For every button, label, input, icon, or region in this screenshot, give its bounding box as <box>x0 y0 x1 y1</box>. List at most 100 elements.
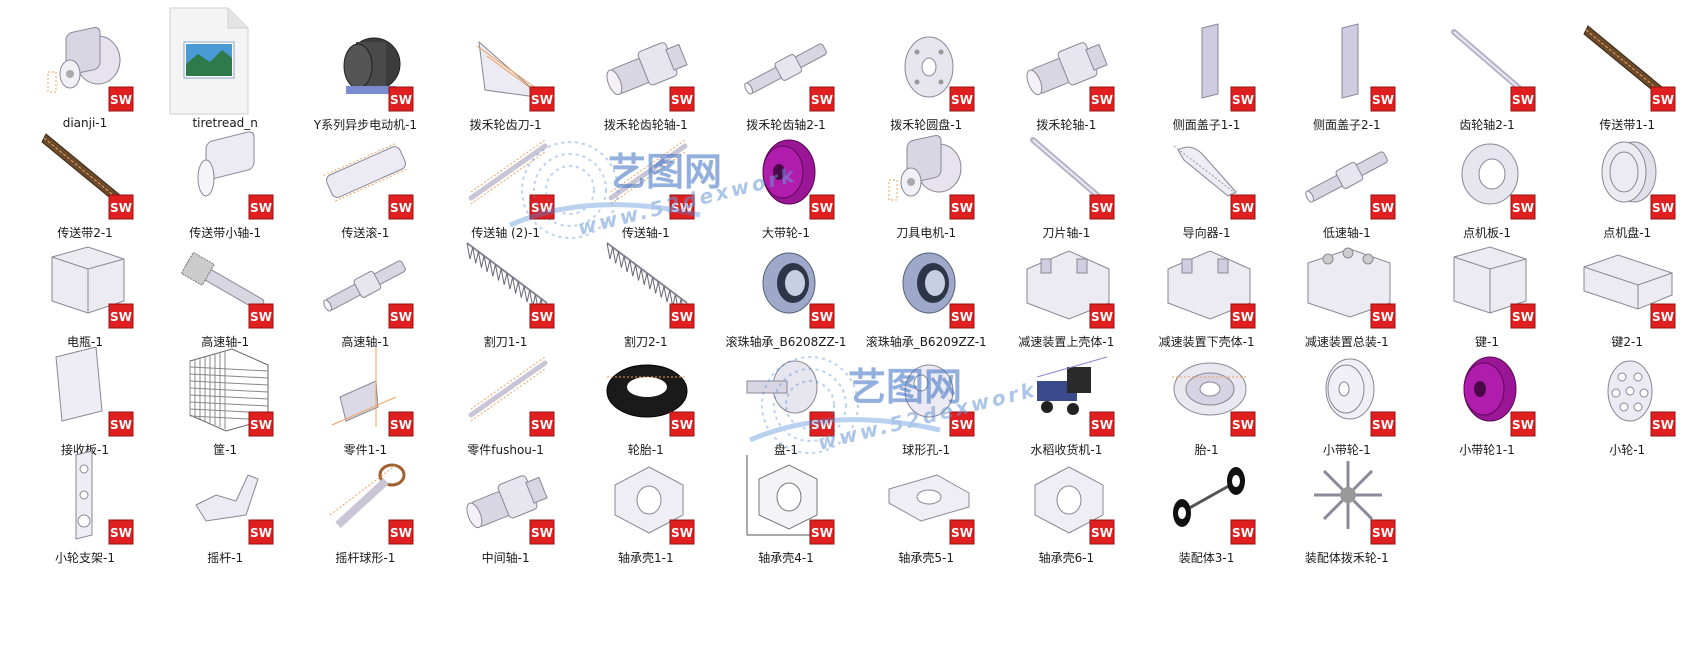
file-item[interactable]: SW 导向器-1 <box>1142 116 1272 240</box>
pulley-part-icon <box>1438 337 1538 437</box>
svg-text:SW: SW <box>250 201 272 215</box>
file-item[interactable]: SW 装配体3-1 <box>1142 441 1272 565</box>
solidworks-icon: SW <box>388 194 414 220</box>
file-item[interactable]: SW 侧面盖子2-1 <box>1282 8 1412 132</box>
solidworks-icon: SW <box>1650 411 1676 437</box>
pulley-part-icon <box>737 120 837 220</box>
file-item[interactable]: SW 刀具电机-1 <box>861 116 991 240</box>
svg-text:SW: SW <box>1372 93 1394 107</box>
svg-text:SW: SW <box>531 93 553 107</box>
file-item[interactable]: SW 拨禾轮齿轴2-1 <box>721 8 851 132</box>
file-item[interactable]: SW 高速轴-1 <box>300 225 430 349</box>
file-item[interactable]: SW 传送轴-1 <box>581 116 711 240</box>
file-item[interactable]: SW 减速装置下壳体-1 <box>1142 225 1272 349</box>
file-item[interactable]: SW 装配体拨禾轮-1 <box>1282 441 1412 565</box>
file-item[interactable]: SW 键2-1 <box>1562 225 1692 349</box>
svg-text:SW: SW <box>811 201 833 215</box>
file-item[interactable]: SW 高速轴-1 <box>160 225 290 349</box>
file-item[interactable]: SW 传送带小轴-1 <box>160 116 290 240</box>
solidworks-icon: SW <box>949 86 975 112</box>
file-item[interactable]: SW 中间轴-1 <box>441 441 571 565</box>
file-name: 滚珠轴承_B6209ZZ-1 <box>865 334 987 349</box>
file-item[interactable]: SW 球形孔-1 <box>861 333 991 457</box>
svg-text:SW: SW <box>250 418 272 432</box>
file-item[interactable]: SW 轴承壳4-1 <box>721 441 851 565</box>
file-item[interactable]: SW 摇杆球形-1 <box>300 441 430 565</box>
file-item[interactable]: SW Y系列异步电动机-1 <box>300 8 430 132</box>
file-item[interactable]: SW 点机盘-1 <box>1562 116 1692 240</box>
svg-text:SW: SW <box>1652 418 1674 432</box>
svg-text:SW: SW <box>1372 310 1394 324</box>
plate-part-icon <box>1298 12 1398 112</box>
svg-text:SW: SW <box>390 526 412 540</box>
svg-text:SW: SW <box>1091 93 1113 107</box>
file-item[interactable]: SW 小轮-1 <box>1562 333 1692 457</box>
file-item[interactable]: SW 零件1-1 <box>300 333 430 457</box>
file-item[interactable]: SW 拨禾轮圆盘-1 <box>861 8 991 132</box>
machine-part-icon <box>1017 337 1117 437</box>
box-part-icon <box>1578 229 1678 329</box>
file-item[interactable]: SW 传送带1-1 <box>1562 8 1692 132</box>
file-item[interactable]: SW 筐-1 <box>160 333 290 457</box>
file-name: 轴承壳4-1 <box>758 551 814 566</box>
svg-text:SW: SW <box>1091 418 1113 432</box>
flange-part-icon <box>877 445 977 545</box>
file-item[interactable]: SW 刀片轴-1 <box>1001 116 1131 240</box>
file-item[interactable]: SW 小带轮-1 <box>1282 333 1412 457</box>
file-item[interactable]: SW 轴承壳6-1 <box>1001 441 1131 565</box>
svg-text:SW: SW <box>1652 310 1674 324</box>
solidworks-icon: SW <box>809 194 835 220</box>
shaft-part-icon <box>737 12 837 112</box>
file-item[interactable]: SW 侧面盖子1-1 <box>1142 8 1272 132</box>
file-item[interactable]: SW 割刀2-1 <box>581 225 711 349</box>
solidworks-icon: SW <box>809 303 835 329</box>
svg-text:SW: SW <box>250 310 272 324</box>
file-name: 键-1 <box>1475 334 1499 349</box>
solidworks-icon: SW <box>669 303 695 329</box>
svg-text:SW: SW <box>811 93 833 107</box>
file-item[interactable]: SW 齿轮轴2-1 <box>1422 8 1552 132</box>
cage-part-icon <box>176 337 276 437</box>
box-part-icon <box>36 229 136 329</box>
file-item[interactable]: SW 传送轴 (2)-1 <box>441 116 571 240</box>
file-item[interactable]: SW 滚珠轴承_B6209ZZ-1 <box>861 225 991 349</box>
solidworks-icon: SW <box>809 519 835 545</box>
solidworks-icon: SW <box>388 411 414 437</box>
file-item[interactable]: SW 传送滚-1 <box>300 116 430 240</box>
file-name: 装配体3-1 <box>1178 551 1235 566</box>
file-item[interactable]: SW 点机板-1 <box>1422 116 1552 240</box>
file-item[interactable]: SW 盘-1 <box>721 333 851 457</box>
file-item[interactable]: SW 电瓶-1 <box>20 225 150 349</box>
file-item[interactable]: SW 割刀1-1 <box>441 225 571 349</box>
file-item[interactable]: SW 拨禾轮齿轮轴-1 <box>581 8 711 132</box>
plate-part-icon <box>1158 12 1258 112</box>
file-item[interactable]: SW 轴承壳1-1 <box>581 441 711 565</box>
file-item[interactable]: SW 小带轮1-1 <box>1422 333 1552 457</box>
file-name: 侧面盖子2-1 <box>1312 118 1381 132</box>
file-item[interactable]: SW 大带轮-1 <box>721 116 851 240</box>
file-item[interactable]: SW 轮胎-1 <box>581 333 711 457</box>
file-item[interactable]: SW 接收板-1 <box>20 333 150 457</box>
file-name: 传送滚-1 <box>341 226 390 241</box>
file-item[interactable]: SW 传送带2-1 <box>20 116 150 240</box>
file-item[interactable]: SW 减速装置上壳体-1 <box>1001 225 1131 349</box>
file-item[interactable]: SW 小轮支架-1 <box>20 441 150 565</box>
file-item[interactable]: SW 滚珠轴承_B6208ZZ-1 <box>721 225 851 349</box>
svg-text:SW: SW <box>811 526 833 540</box>
file-item[interactable]: SW 低速轴-1 <box>1282 116 1412 240</box>
file-item[interactable]: SW 轴承壳5-1 <box>861 441 991 565</box>
file-name: 传送带小轴-1 <box>189 226 262 241</box>
file-name: 减速装置总装-1 <box>1304 334 1389 349</box>
file-item[interactable]: SW 拨禾轮齿刀-1 <box>441 8 571 132</box>
saw-part-icon <box>457 229 557 329</box>
file-name: 滚珠轴承_B6208ZZ-1 <box>725 334 847 349</box>
file-item[interactable]: SW 减速装置总装-1 <box>1282 225 1412 349</box>
file-item[interactable]: SW 摇杆-1 <box>160 441 290 565</box>
file-item[interactable]: SW dianji-1 <box>20 8 150 130</box>
file-item[interactable]: SW 拨禾轮轴-1 <box>1001 8 1131 132</box>
file-item[interactable]: SW 水稻收货机-1 <box>1001 333 1131 457</box>
file-item[interactable]: SW 零件fushou-1 <box>441 333 571 457</box>
file-item[interactable]: SW 胎-1 <box>1142 333 1272 457</box>
file-item[interactable]: tiretread_n <box>160 7 290 130</box>
file-item[interactable]: SW 键-1 <box>1422 225 1552 349</box>
